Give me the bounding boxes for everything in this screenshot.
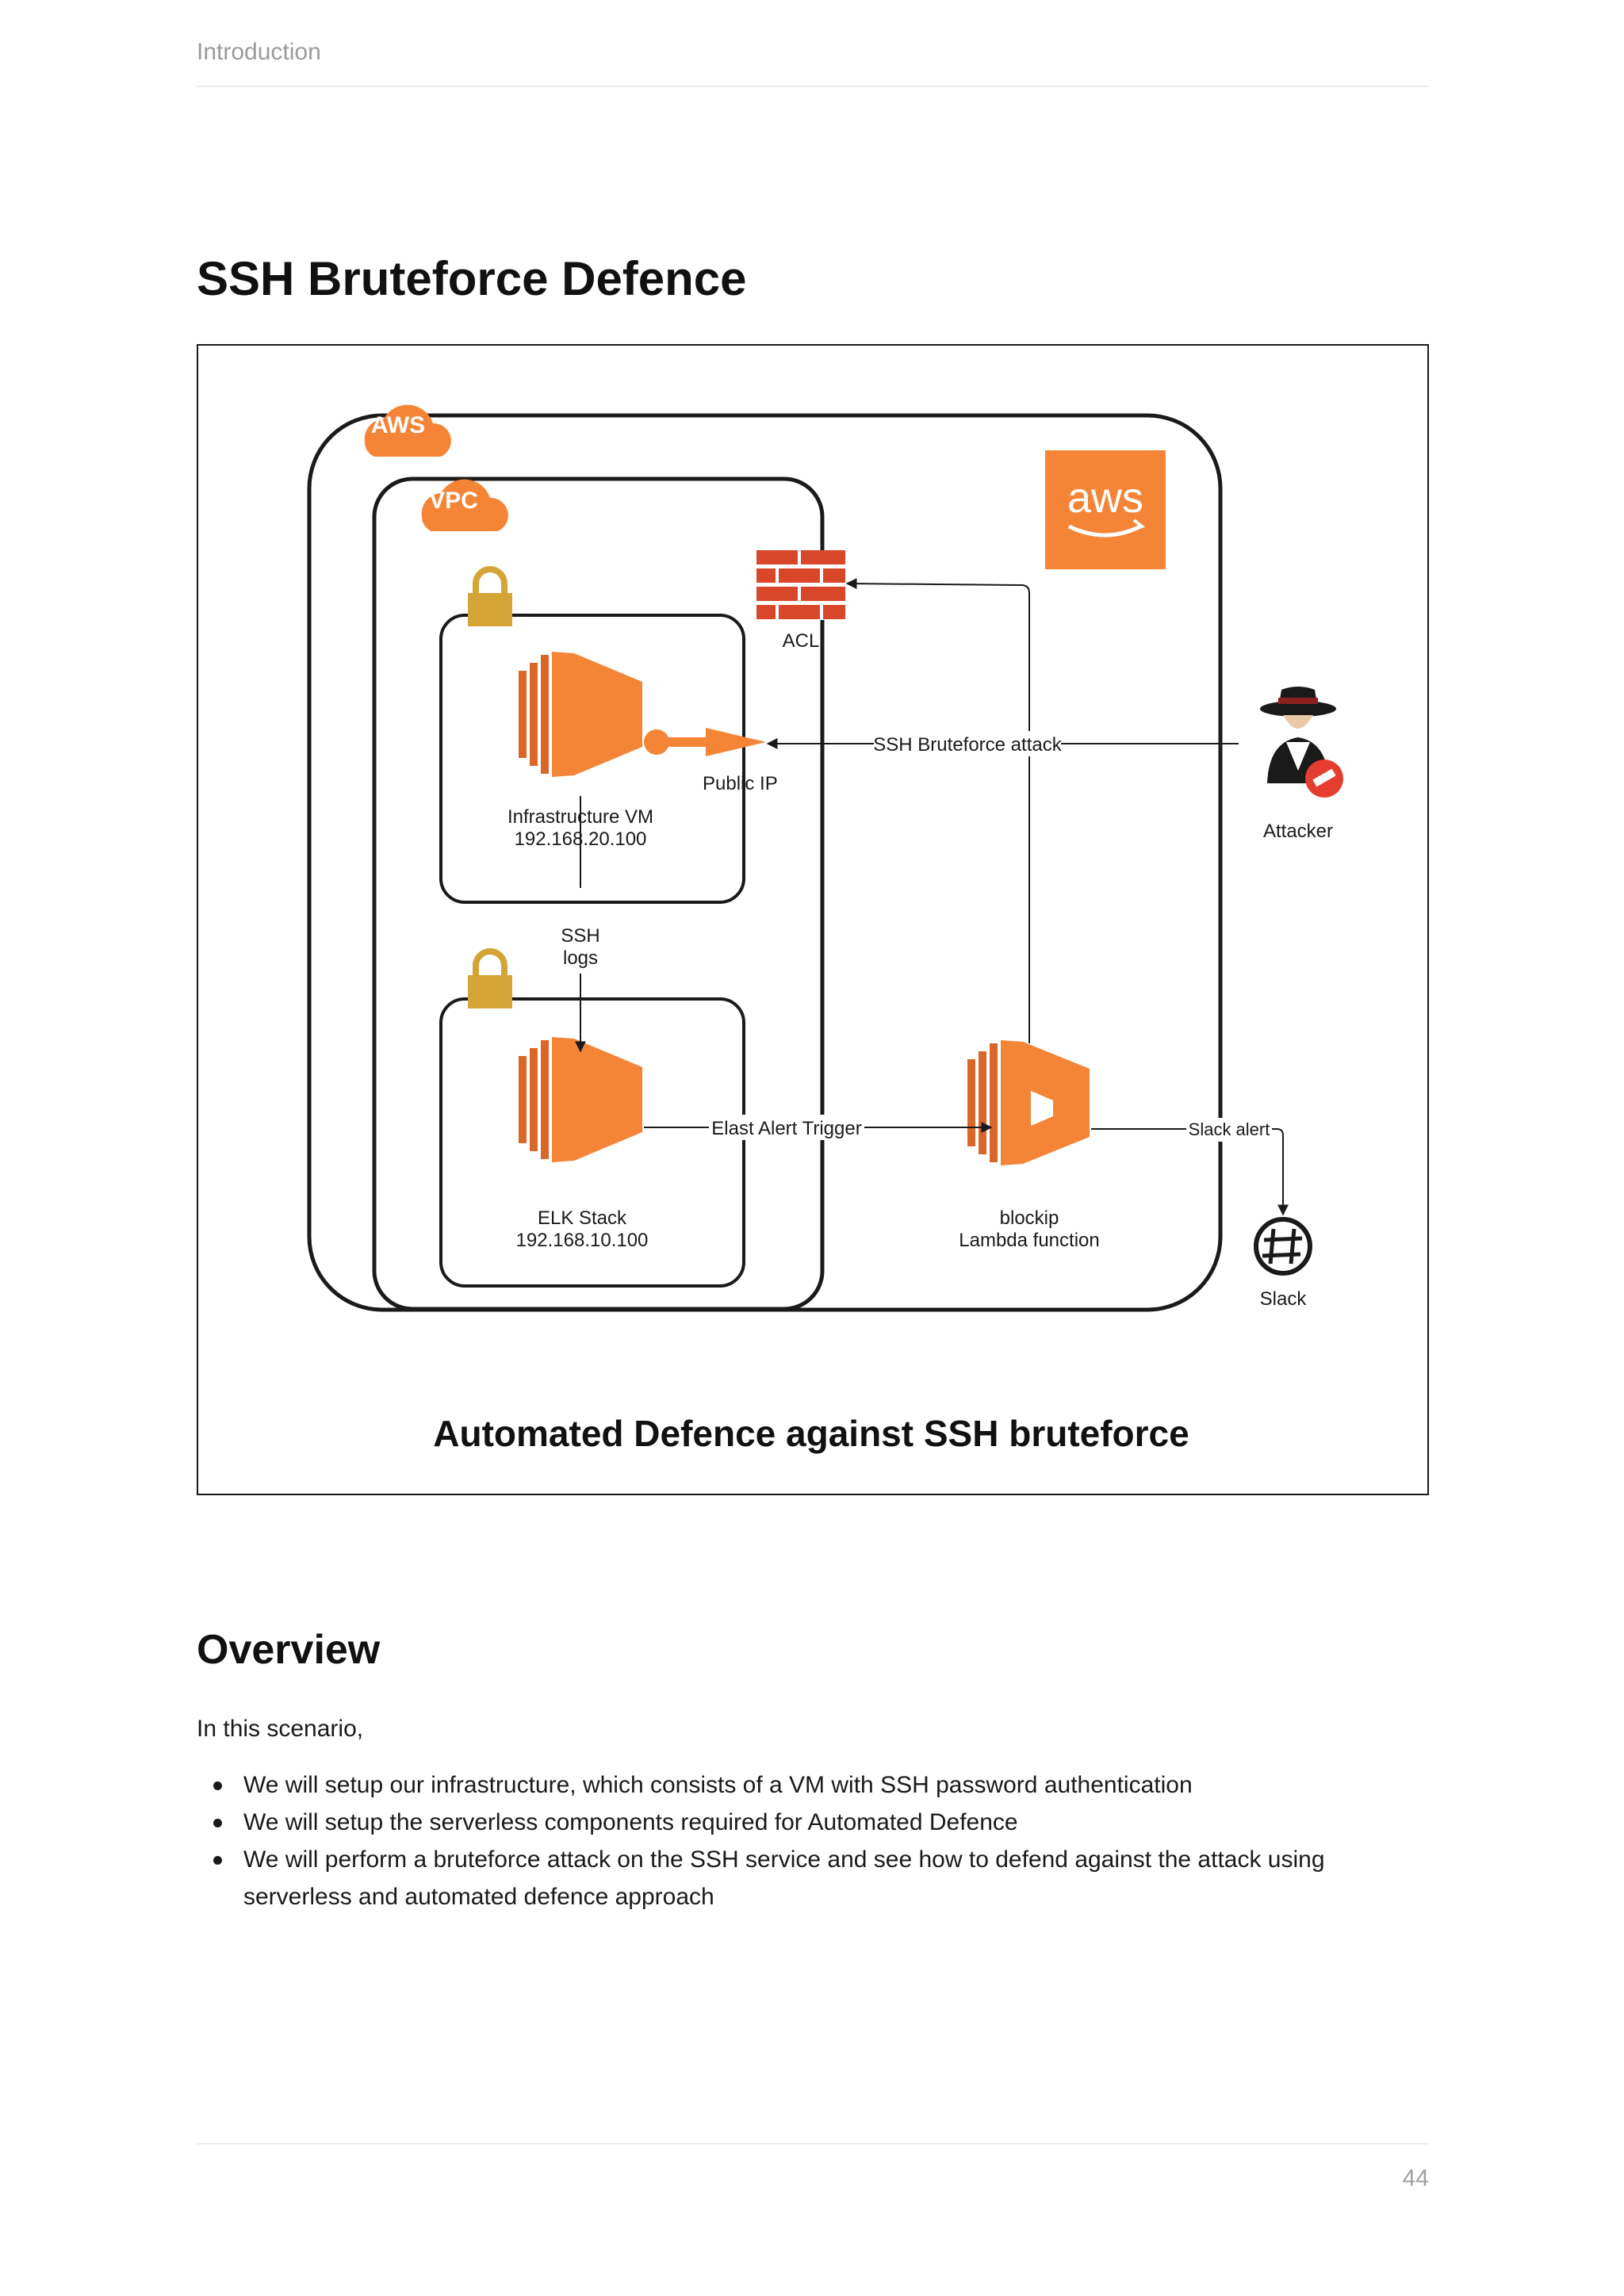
public-ip-icon [644, 728, 766, 756]
public-ip-label: Public IP [703, 773, 778, 794]
vpc-badge-icon: VPC [421, 479, 508, 531]
elk-ip: 192.168.10.100 [516, 1230, 649, 1251]
overview-intro: In this scenario, [197, 1716, 364, 1742]
bullet-icon [213, 1819, 222, 1827]
diagram-svg: AWS VPC aws ACL [307, 404, 1343, 1454]
lambda-label: blockip [1000, 1207, 1059, 1229]
page-title: SSH Bruteforce Defence [197, 252, 747, 305]
slack-icon [1254, 1217, 1312, 1276]
attacker-label: Attacker [1263, 821, 1333, 842]
page-number: 44 [1402, 2165, 1429, 2191]
attack-label: SSH Bruteforce attack [873, 734, 1062, 756]
aws-logo-icon: aws [1045, 450, 1166, 569]
slack-label: Slack [1260, 1288, 1308, 1310]
section-title: Introduction [197, 39, 321, 65]
alert-trigger-label: Elast Alert Trigger [711, 1118, 861, 1139]
vpc-badge-text: VPC [429, 488, 478, 514]
list-item-text: We will setup our infrastructure, which … [243, 1772, 1193, 1798]
page-footer-rule [197, 2143, 1429, 2145]
infra-subnet-box [439, 614, 745, 904]
ssh-logs-label-1: SSH [561, 925, 599, 947]
slack-alert-label: Slack alert [1189, 1119, 1270, 1139]
page-header: Introduction [197, 36, 1429, 87]
elk-label: ELK Stack [538, 1207, 627, 1229]
acl-firewall-icon [756, 550, 845, 620]
architecture-diagram: AWS VPC aws ACL [197, 344, 1429, 1495]
ssh-logs-label-2: logs [563, 947, 598, 969]
aws-badge-icon: AWS [364, 404, 451, 457]
lock-icon [468, 948, 512, 1008]
lambda-sublabel: Lambda function [959, 1230, 1099, 1251]
ec2-instance-icon [519, 652, 642, 777]
bullet-icon [213, 1781, 222, 1790]
bullet-icon [213, 1856, 222, 1865]
slack-alert-arrow [1091, 1128, 1289, 1216]
attacker-icon [1260, 687, 1343, 798]
block-ip-arrow [845, 578, 1030, 1043]
vpc-boundary [372, 476, 825, 1311]
overview-heading: Overview [197, 1627, 381, 1673]
elk-stack-icon [519, 1037, 642, 1162]
lock-icon [468, 566, 512, 626]
aws-logo-text: aws [1067, 474, 1143, 522]
list-item: We will setup the serverless components … [197, 1804, 1434, 1841]
list-item-text: We will setup the serverless components … [243, 1809, 1018, 1835]
list-item: We will perform a bruteforce attack on t… [197, 1841, 1434, 1915]
list-item: We will setup our infrastructure, which … [197, 1766, 1434, 1804]
aws-badge-text: AWS [371, 412, 425, 438]
diagram-caption: Automated Defence against SSH bruteforce [433, 1413, 1189, 1454]
elk-subnet-box [439, 997, 745, 1288]
overview-bullet-list: We will setup our infrastructure, which … [197, 1766, 1434, 1915]
list-item-text: We will perform a bruteforce attack on t… [243, 1846, 1325, 1910]
lambda-function-icon [967, 1040, 1090, 1165]
acl-label: ACL [783, 630, 820, 652]
